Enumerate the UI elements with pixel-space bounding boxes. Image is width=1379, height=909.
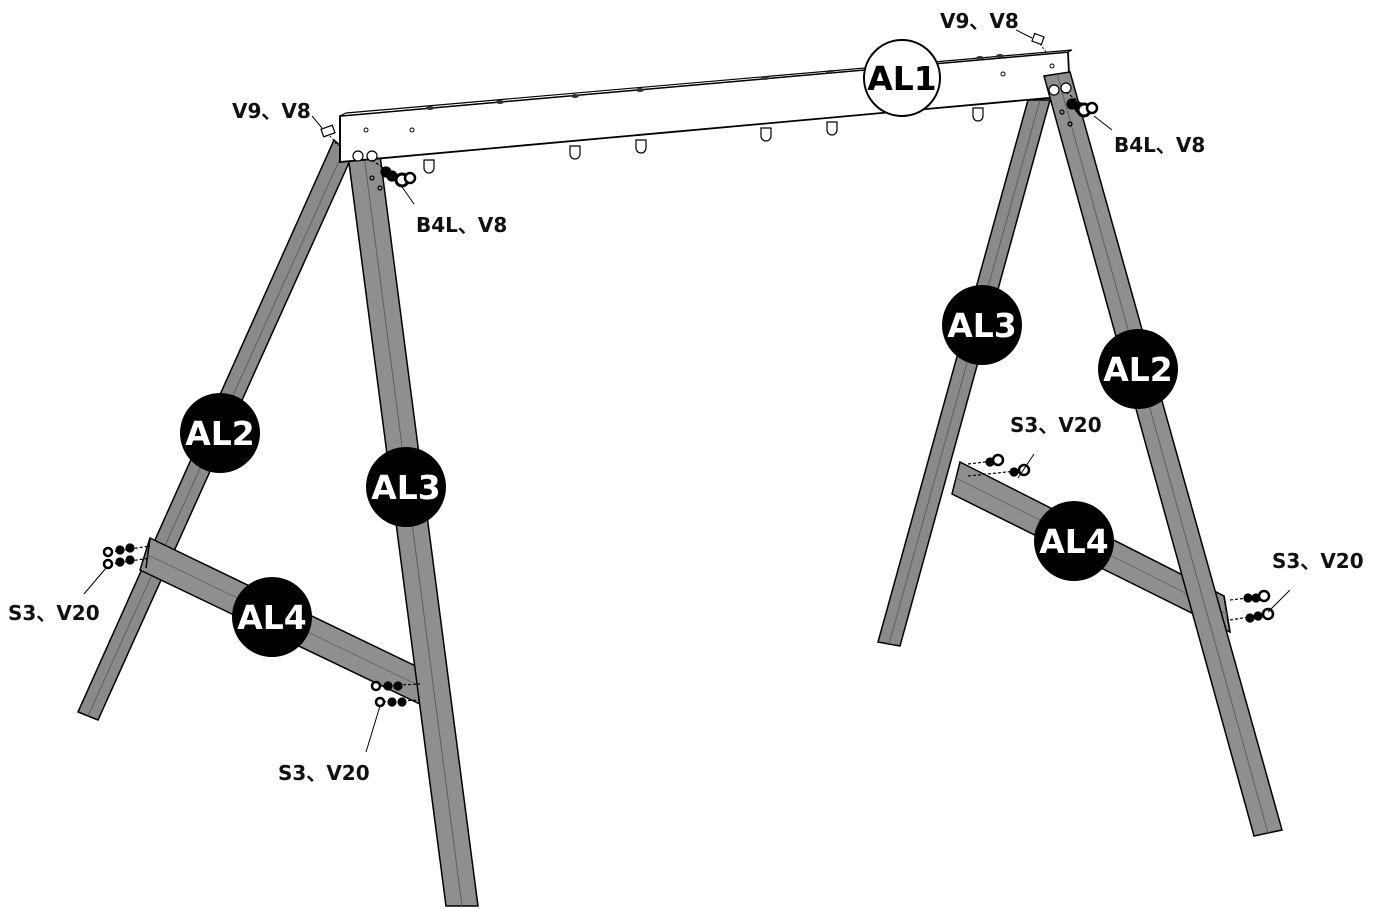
- badge-right-inner-leg-label: AL3: [947, 306, 1017, 345]
- callout-left-bolts: B4L、V8: [416, 213, 507, 237]
- badge-left-inner-leg: AL3: [366, 447, 446, 527]
- right-outer-leg: [1043, 71, 1283, 837]
- callout-right-brace-inner-screws: S3、V20: [1010, 413, 1102, 437]
- badge-right-inner-leg: AL3: [942, 285, 1022, 365]
- badge-beam-label: AL1: [867, 59, 937, 98]
- callout-right-brace-outer-screws: S3、V20: [1272, 549, 1364, 573]
- callout-right-bolts: B4L、V8: [1114, 133, 1205, 157]
- left-brace-outer-screws-icon: [102, 543, 151, 570]
- badge-right-outer-leg-label: AL2: [1103, 350, 1173, 389]
- callout-left-brace-inner-screws: S3、V20: [278, 761, 370, 785]
- badge-right-brace-label: AL4: [1039, 522, 1109, 561]
- badge-left-outer-leg: AL2: [180, 393, 260, 473]
- leader-lines: [83, 29, 1291, 753]
- top-beam: [339, 49, 1073, 174]
- top-right-pin-icon: [1031, 32, 1047, 53]
- right-bolts-icon: [1048, 82, 1099, 127]
- right-brace-outer-screws-icon: [1229, 589, 1275, 623]
- callout-top-left-pin: V9、V8: [232, 99, 311, 123]
- badge-left-inner-leg-label: AL3: [371, 468, 441, 507]
- badge-right-outer-leg: AL2: [1098, 329, 1178, 409]
- badge-beam: AL1: [863, 39, 941, 117]
- right-inner-leg: [877, 99, 1051, 647]
- badge-left-brace-label: AL4: [237, 598, 307, 637]
- left-brace-inner-screws-icon: [370, 680, 421, 708]
- badge-left-brace: AL4: [232, 577, 312, 657]
- left-bolts-icon: [352, 150, 417, 191]
- badge-left-outer-leg-label: AL2: [185, 414, 255, 453]
- top-left-pin-icon: [320, 124, 339, 147]
- badge-right-brace: AL4: [1034, 501, 1114, 581]
- callout-top-right-pin: V9、V8: [940, 9, 1019, 33]
- callout-left-brace-outer-screws: S3、V20: [8, 601, 100, 625]
